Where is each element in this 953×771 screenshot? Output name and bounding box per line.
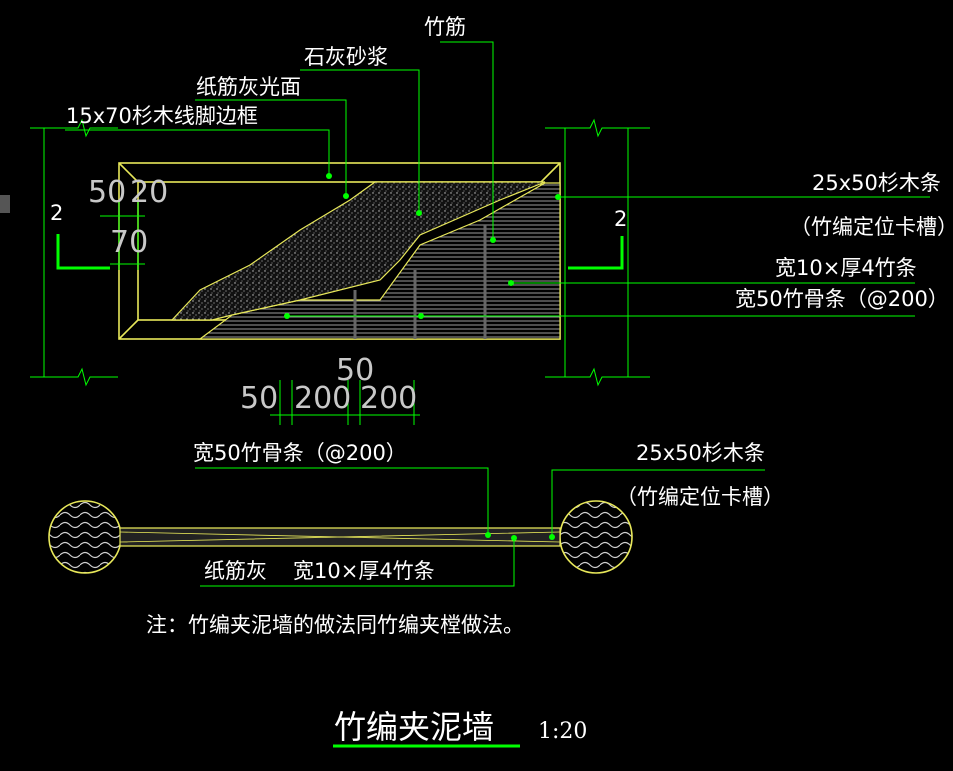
label-batten-b-note: （竹编定位卡槽） bbox=[616, 485, 784, 509]
elevation-view bbox=[30, 41, 930, 425]
dim-70: 70 bbox=[110, 225, 148, 260]
leader-lime-mortar bbox=[300, 69, 420, 213]
dim-50-bottom-top: 50 bbox=[336, 353, 374, 388]
note-text: 注：竹编夹泥墙的做法同竹编夹樘做法。 bbox=[146, 613, 524, 637]
leader-paper-lime bbox=[195, 99, 347, 196]
label-paper-lime-b: 纸筋灰 bbox=[204, 559, 267, 583]
drawing-scale: 1:20 bbox=[538, 719, 587, 744]
label-batten-a: 25x50杉木条 bbox=[812, 171, 941, 195]
label-batten-a-note: （竹编定位卡槽） bbox=[790, 215, 953, 239]
dim-20: 20 bbox=[130, 175, 168, 210]
section-mark-right bbox=[568, 236, 624, 270]
leader-batten-b bbox=[551, 469, 765, 537]
leader-bamboo-rib bbox=[440, 41, 494, 240]
label-paper-lime: 纸筋灰光面 bbox=[196, 75, 301, 99]
lime-mortar-layer bbox=[170, 181, 546, 321]
left-post bbox=[48, 500, 122, 574]
label-lime-mortar: 石灰砂浆 bbox=[304, 45, 388, 69]
dim-50-top: 50 bbox=[88, 175, 126, 210]
section-mark-left bbox=[56, 234, 110, 270]
label-bamboo-rib: 竹筋 bbox=[424, 15, 466, 39]
leader-strip-b bbox=[200, 538, 515, 587]
section-mark-left-label: 2 bbox=[50, 201, 63, 225]
label-frame: 15x70杉木线脚边框 bbox=[66, 104, 258, 128]
right-post bbox=[559, 500, 633, 574]
break-line-top-right bbox=[545, 118, 650, 138]
dim-200-a: 200 bbox=[294, 381, 351, 416]
section-mark-right-label: 2 bbox=[614, 207, 627, 231]
drawing-title: 竹编夹泥墙 bbox=[334, 708, 494, 746]
dim-50-bottom: 50 bbox=[240, 381, 278, 416]
break-line-bottom-left bbox=[30, 367, 118, 387]
leader-frame bbox=[65, 129, 330, 176]
label-bone-b: 宽50竹骨条（@200） bbox=[193, 441, 407, 465]
section-view bbox=[48, 467, 765, 587]
stray-tab-icon bbox=[0, 195, 10, 213]
break-line-bottom-right bbox=[545, 367, 650, 387]
dim-200-b: 200 bbox=[360, 381, 417, 416]
label-batten-b: 25x50杉木条 bbox=[636, 441, 765, 465]
leader-bone-b bbox=[195, 467, 489, 535]
label-strip-b: 宽10×厚4竹条 bbox=[293, 559, 435, 583]
break-line-top-left bbox=[30, 118, 118, 138]
label-strip: 宽10×厚4竹条 bbox=[775, 256, 917, 280]
label-bone: 宽50竹骨条（@200） bbox=[735, 287, 949, 311]
